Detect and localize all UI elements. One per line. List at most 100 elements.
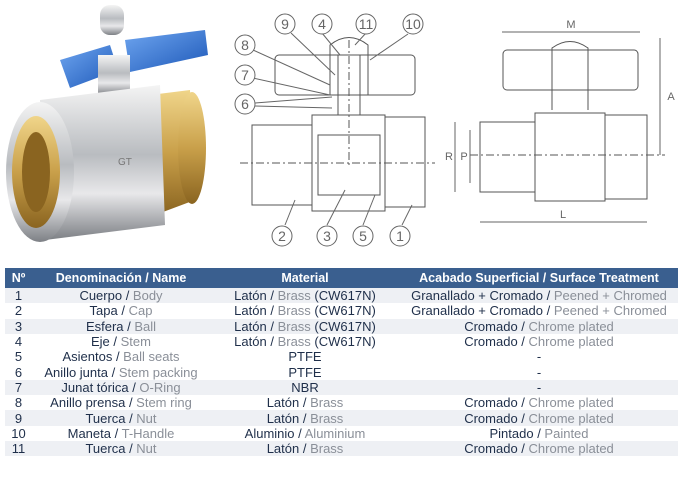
- part-material: Latón / Brass: [210, 440, 400, 457]
- part-material-mat-es: Latón: [234, 334, 267, 350]
- part-treatment-fin-es: -: [536, 349, 542, 365]
- part-name-name-es: Tapa: [89, 303, 118, 319]
- part-name-name-en: Ball: [134, 318, 157, 334]
- part-treatment: -: [400, 379, 678, 396]
- table-row: 6 Anillo junta / Stem packing PTFE -: [5, 364, 678, 380]
- dim-R: R: [445, 151, 453, 163]
- part-material-mat-es: PTFE: [288, 349, 322, 365]
- part-material-mat-en: Brass: [310, 410, 344, 426]
- part-number: 9: [5, 410, 32, 426]
- part-number: 6: [5, 364, 32, 380]
- part-treatment: Pintado / Painted: [489, 425, 589, 441]
- part-treatment: Cromado / Chrome plated: [400, 440, 678, 457]
- part-treatment-fin-en: Chrome plated: [528, 334, 614, 350]
- part-material: PTFE: [210, 364, 400, 380]
- col-header-material: Material: [210, 268, 400, 288]
- part-treatment-fin-en: Peened + Chromed: [553, 288, 667, 304]
- part-name-name-es: Cuerpo: [79, 288, 123, 304]
- part-material-mat-en: Brass: [277, 318, 311, 334]
- table-row: 7 Junat tórica / O-Ring NBR -: [5, 379, 678, 396]
- part-material: PTFE: [210, 349, 400, 364]
- part-material: Latón / Brass: [210, 410, 400, 426]
- part-material-mat-code: (CW617N): [314, 288, 376, 304]
- part-name: Junat tórica / O-Ring: [32, 379, 210, 396]
- part-treatment-fin-en: Chrome plated: [528, 441, 614, 457]
- callout-4: 4: [318, 16, 326, 32]
- part-name: Esfera / Ball: [32, 318, 210, 334]
- part-number: 4: [5, 334, 32, 349]
- part-treatment-fin-en: Chrome plated: [528, 395, 614, 411]
- part-number-n: 9: [14, 410, 23, 426]
- part-material: Latón / Brass (CW617N): [234, 334, 376, 350]
- part-treatment-fin-es: Cromado: [464, 441, 518, 457]
- part-number-n: 8: [14, 395, 23, 411]
- part-material-mat-es: PTFE: [288, 364, 322, 380]
- part-name: Cuerpo / Body: [32, 288, 210, 304]
- part-treatment-fin-en: Chrome plated: [528, 318, 614, 334]
- part-name-name-es: Maneta: [67, 425, 111, 441]
- part-number-n: 4: [14, 334, 23, 350]
- col-header-number: Nº: [5, 268, 32, 288]
- table-row: 8 Anillo prensa / Stem ring Latón / Brass C…: [5, 395, 678, 410]
- part-number-n: 7: [14, 379, 23, 395]
- part-treatment-fin-en: Peened + Chromed: [553, 303, 667, 319]
- part-treatment: Granallado + Cromado / Peened + Chromed: [411, 303, 667, 319]
- part-treatment-fin-es: Cromado: [464, 410, 518, 426]
- part-number: 11: [5, 440, 32, 457]
- part-name: Tuerca / Nut: [32, 440, 210, 457]
- part-name-name-en: Nut: [136, 441, 157, 457]
- part-material: Aluminio / Aluminium: [244, 425, 366, 441]
- dim-M: M: [566, 19, 575, 31]
- part-material-mat-es: NBR: [291, 379, 319, 395]
- part-name: Tapa / Cap: [89, 303, 153, 319]
- part-material-mat-es: Latón: [266, 410, 300, 426]
- ball-valve-photo: GT: [6, 5, 208, 242]
- part-number: 8: [5, 395, 32, 410]
- part-material-mat-es: Latón: [234, 303, 267, 319]
- part-treatment: -: [400, 364, 678, 380]
- part-number: 5: [5, 349, 32, 364]
- part-treatment-fin-en: Painted: [544, 425, 589, 441]
- part-name: Eje / Stem: [91, 334, 151, 350]
- part-material: Latón / Brass: [266, 395, 344, 411]
- part-material: Latón / Brass (CW617N): [210, 288, 400, 304]
- part-material-mat-en: Brass: [310, 395, 344, 411]
- part-material: NBR: [210, 379, 400, 396]
- photo-marking: GT: [118, 157, 132, 168]
- part-name: Anillo prensa / Stem ring: [50, 395, 192, 411]
- part-material: Latón / Brass (CW617N): [234, 303, 376, 319]
- part-treatment-fin-es: Granallado + Cromado: [411, 288, 543, 304]
- part-number: 1: [5, 288, 32, 304]
- dim-L: L: [560, 209, 566, 221]
- part-material-mat-en: Aluminium: [304, 425, 366, 441]
- part-treatment-fin-es: Cromado: [464, 318, 518, 334]
- part-name-name-es: Anillo prensa: [50, 395, 126, 411]
- part-name-name-en: Stem: [120, 334, 151, 350]
- part-material-mat-en: Brass: [277, 334, 311, 350]
- part-material-mat-en: Brass: [310, 441, 344, 457]
- part-name: Anillo junta / Stem packing: [44, 364, 198, 380]
- part-name-name-en: Cap: [128, 303, 153, 319]
- part-number: 10: [5, 426, 32, 441]
- part-treatment-fin-es: Cromado: [464, 395, 518, 411]
- part-treatment-fin-es: Pintado: [489, 425, 534, 441]
- part-material-mat-code: (CW617N): [314, 303, 376, 319]
- callout-11: 11: [359, 16, 374, 32]
- part-material-mat-es: Latón: [234, 288, 267, 304]
- callout-2: 2: [278, 228, 286, 244]
- part-name-name-es: Eje: [91, 334, 110, 350]
- dimension-drawing: M A R P L: [445, 19, 675, 223]
- part-treatment: Granallado + Cromado / Peened + Chromed: [400, 288, 678, 304]
- part-treatment-fin-en: Chrome plated: [528, 410, 614, 426]
- part-number-n: 10: [11, 425, 26, 441]
- part-name-name-es: Asientos: [62, 349, 113, 365]
- callout-7: 7: [241, 67, 249, 83]
- callout-3: 3: [323, 228, 331, 244]
- part-number-n: 1: [14, 288, 23, 304]
- parts-table: Nº Denominación / Name Material Acabado …: [5, 268, 678, 457]
